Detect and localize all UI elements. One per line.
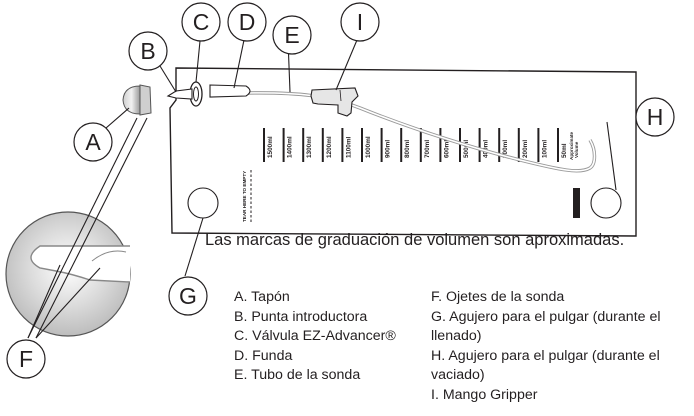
cap xyxy=(122,84,152,116)
volume-graduations: Approximate Volume 1500ml 1400ml 1300ml 120… xyxy=(263,128,579,162)
graduation-label: 800ml xyxy=(404,140,411,158)
svg-text:D: D xyxy=(239,9,256,35)
legend-item-h: H. Agujero para el pulgar (durante el va… xyxy=(431,347,660,384)
catheter-assembly xyxy=(166,81,597,173)
callout-d: D xyxy=(227,2,267,42)
graduation-label: 1300ml xyxy=(306,136,313,158)
collection-bag: TEAR HERE TO EMPTY xyxy=(169,67,637,237)
sleeve xyxy=(209,84,251,98)
legend-item-i: I. Mango Gripper xyxy=(431,386,538,403)
approx-volume-label-2: Volume xyxy=(574,141,579,158)
graduation-label: 1200ml xyxy=(326,136,333,158)
svg-text:B: B xyxy=(140,38,155,64)
graduation-label: 1000ml xyxy=(365,136,372,158)
graduation-label: 1100ml xyxy=(345,136,352,158)
callout-a: A xyxy=(73,122,113,162)
legend-item-e: E. Tubo de la sonda xyxy=(234,367,361,384)
svg-text:F: F xyxy=(19,346,33,372)
approx-volume-label-1: Approximate xyxy=(569,131,574,160)
legend-item-d: D. Funda xyxy=(234,347,293,364)
legend-right: F. Ojetes de la sonda G. Agujero para el… xyxy=(431,288,693,406)
gripper-handle xyxy=(310,87,359,117)
legend-item-f: F. Ojetes de la sonda xyxy=(431,289,565,305)
fill-indicator xyxy=(573,188,580,218)
thumb-hole-fill xyxy=(187,187,219,219)
svg-text:C: C xyxy=(193,9,210,35)
callout-c: C xyxy=(181,2,221,42)
callout-e: E xyxy=(272,15,312,55)
callout-b: B xyxy=(128,31,168,71)
legend-item-c: C. Válvula EZ-Advancer® xyxy=(234,328,396,345)
svg-text:I: I xyxy=(357,9,363,35)
callout-f: F xyxy=(6,339,46,379)
callout-i: I xyxy=(340,2,380,42)
introducer-tip xyxy=(166,88,193,100)
thumb-hole-empty xyxy=(590,187,622,219)
graduation-label: 500ml xyxy=(463,140,470,158)
legend-item-g: G. Agujero para el pulgar (durante el ll… xyxy=(431,308,661,345)
magnified-catheter-tip xyxy=(30,245,131,283)
legend-item-b: B. Punta introductora xyxy=(234,308,368,325)
legend-left: A. Tapón B. Punta introductora C. Válvul… xyxy=(234,288,424,386)
legend-item-a: A. Tapón xyxy=(234,289,290,305)
graduation-label: 600ml xyxy=(443,140,450,158)
graduation-label: 400ml xyxy=(483,140,490,158)
graduation-label: 300ml xyxy=(502,140,509,158)
svg-text:H: H xyxy=(647,104,664,130)
svg-text:G: G xyxy=(179,283,197,309)
graduation-caption: Las marcas de graduación de volumen son … xyxy=(205,231,625,249)
graduation-label: 900ml xyxy=(385,140,392,158)
tear-label: TEAR HERE TO EMPTY xyxy=(242,171,247,222)
graduation-label: 700ml xyxy=(424,140,431,158)
graduation-label: 200ml xyxy=(522,140,529,158)
graduation-label: 1400ml xyxy=(287,136,294,158)
leader-lines xyxy=(27,39,617,339)
graduation-label: 1500ml xyxy=(267,136,274,158)
graduation-label: 50ml xyxy=(561,143,568,158)
callout-g: G xyxy=(168,276,208,316)
svg-text:A: A xyxy=(85,129,101,155)
callout-h: H xyxy=(635,97,675,137)
svg-text:E: E xyxy=(284,22,299,48)
graduation-label: 100ml xyxy=(541,140,548,158)
